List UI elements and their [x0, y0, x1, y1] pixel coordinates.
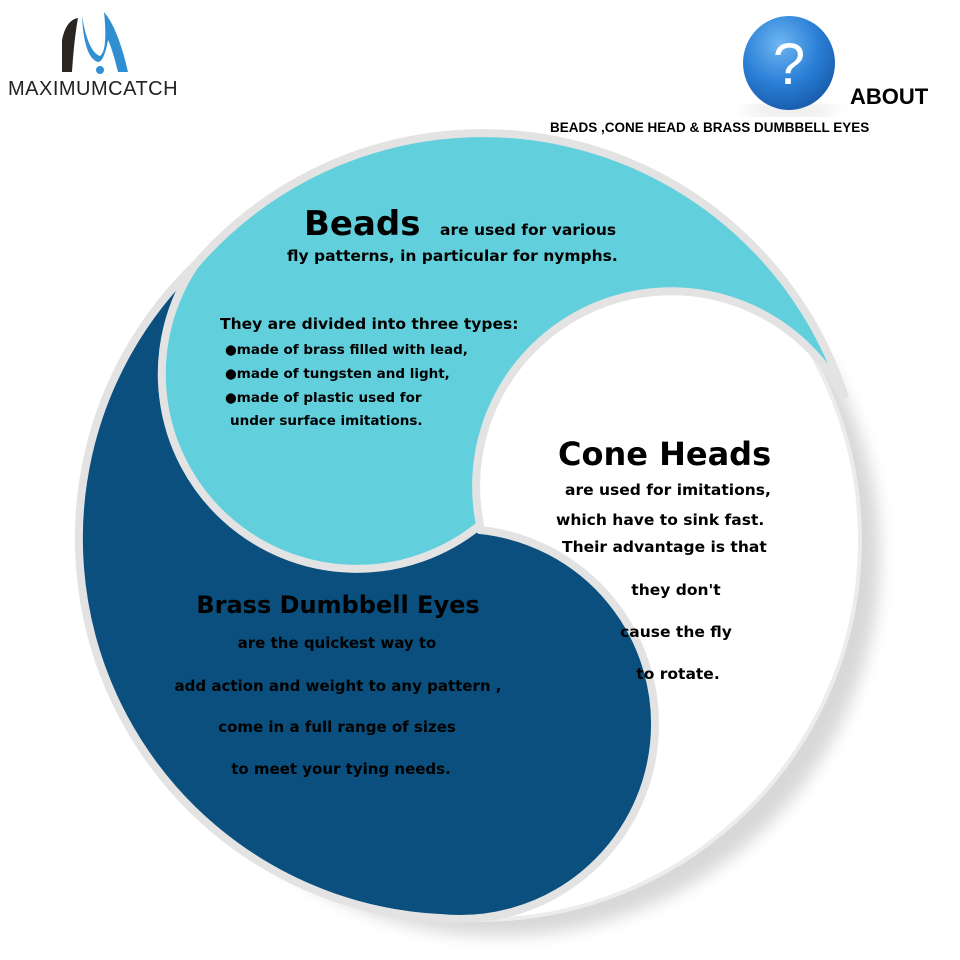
beads-type-2: ●made of tungsten and light, [225, 366, 450, 382]
beads-types-heading: They are divided into three types: [220, 315, 519, 333]
cone-heads-title: Cone Heads [558, 435, 772, 473]
about-heading: ABOUT [850, 84, 929, 109]
dumbbell-line-2: add action and weight to any pattern , [174, 677, 502, 695]
question-mark-icon: ? [742, 16, 838, 115]
page-subtitle: BEADS ,CONE HEAD & BRASS DUMBBELL EYES [550, 120, 870, 135]
cone-heads-line-3: Their advantage is that [562, 538, 767, 556]
cone-heads-line-6: to rotate. [636, 665, 720, 683]
dumbbell-title: Brass Dumbbell Eyes [196, 591, 480, 619]
beads-line-2: fly patterns, in particular for nymphs. [287, 247, 618, 265]
beads-segment [157, 129, 849, 573]
beads-type-3: ●made of plastic used for [225, 390, 422, 406]
beads-title: Beads [304, 204, 421, 244]
dumbbell-line-4: to meet your tying needs. [231, 760, 451, 778]
brand-logo [62, 12, 128, 74]
cone-heads-line-5: cause the fly [620, 623, 732, 641]
cone-heads-line-2: which have to sink fast. [556, 511, 765, 529]
cone-heads-line-1: are used for imitations, [565, 481, 771, 499]
beads-type-1: ●made of brass filled with lead, [225, 342, 468, 358]
svg-text:?: ? [773, 32, 805, 97]
beads-line-1: are used for various [440, 221, 617, 239]
cone-heads-line-4: they don't [631, 581, 721, 599]
dumbbell-line-1: are the quickest way to [237, 634, 437, 652]
dumbbell-line-3: come in a full range of sizes [218, 718, 456, 736]
beads-type-3-cont: under surface imitations. [230, 413, 423, 429]
brand-name: MAXIMUMCATCH [8, 78, 179, 100]
